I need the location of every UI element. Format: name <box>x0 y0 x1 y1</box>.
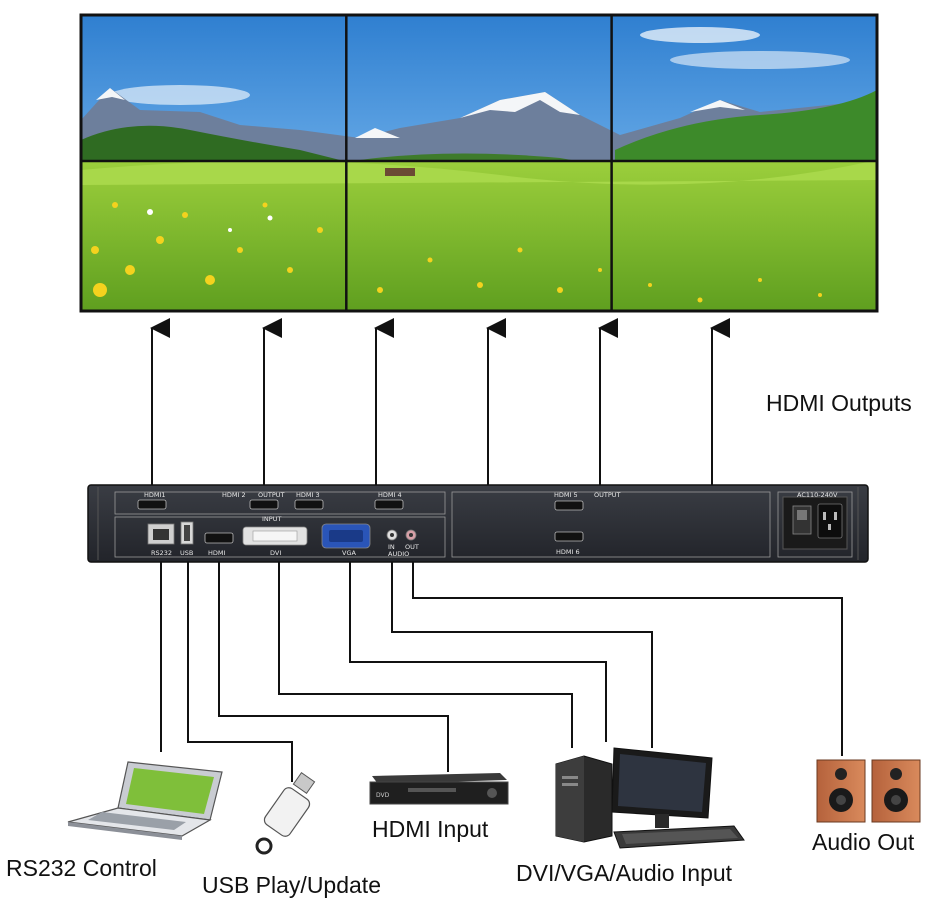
label-rs232: RS232 <box>151 549 172 557</box>
dvd-brand-label: DVD <box>376 792 390 799</box>
controller-rear-panel: HDMI1 HDMI 2 OUTPUT HDMI 3 HDMI 4 HDMI 5… <box>87 484 869 563</box>
label-input: INPUT <box>262 515 281 523</box>
label-output-left: OUTPUT <box>258 491 285 499</box>
label-usb: USB <box>180 549 193 557</box>
input-cables <box>160 562 843 782</box>
label-hdmi2: HDMI 2 <box>222 491 246 499</box>
label-hdmi-input: HDMI Input <box>372 816 489 842</box>
label-audio-in: IN <box>388 543 395 551</box>
hdmi-output-ports <box>137 499 584 542</box>
label-hdmi1: HDMI1 <box>144 491 166 499</box>
label-hdmi6: HDMI 6 <box>556 548 580 556</box>
dvd-player-icon: DVD <box>369 773 509 805</box>
hdmi-cable <box>218 562 449 772</box>
label-rs232-control: RS232 Control <box>6 855 157 881</box>
audio-out-cable <box>412 562 843 756</box>
vga-cable <box>349 562 607 742</box>
power-module <box>782 496 848 550</box>
label-usb-play-update: USB Play/Update <box>202 872 381 898</box>
input-ports <box>147 521 417 549</box>
usb-cable <box>187 562 293 782</box>
landscape-image <box>81 15 877 311</box>
desktop-computer-icon <box>555 747 745 849</box>
hdmi-input-port <box>204 532 234 544</box>
usb-drive-icon <box>255 771 316 855</box>
label-hdmi4: HDMI 4 <box>378 491 402 499</box>
audio-in-cable <box>391 562 653 748</box>
video-wall <box>79 13 879 313</box>
label-vga: VGA <box>342 549 356 557</box>
label-output-right: OUTPUT <box>594 491 621 499</box>
laptop-icon <box>67 761 223 840</box>
label-audio: AUDIO <box>388 550 409 558</box>
label-hdmi-in: HDMI <box>208 549 226 557</box>
label-hdmi-outputs: HDMI Outputs <box>766 390 912 416</box>
power-socket <box>817 503 843 539</box>
label-dvi-vga-audio-input: DVI/VGA/Audio Input <box>516 860 733 886</box>
label-hdmi5: HDMI 5 <box>554 491 578 499</box>
label-power: AC110-240V <box>797 491 838 499</box>
hdmi-output-arrows <box>150 318 730 485</box>
label-audio-out: Audio Out <box>812 829 915 855</box>
label-hdmi3: HDMI 3 <box>296 491 320 499</box>
label-dvi: DVI <box>270 549 281 557</box>
label-audio-out: OUT <box>405 543 419 551</box>
dvi-cable <box>278 562 573 748</box>
speakers-icon <box>816 759 921 823</box>
